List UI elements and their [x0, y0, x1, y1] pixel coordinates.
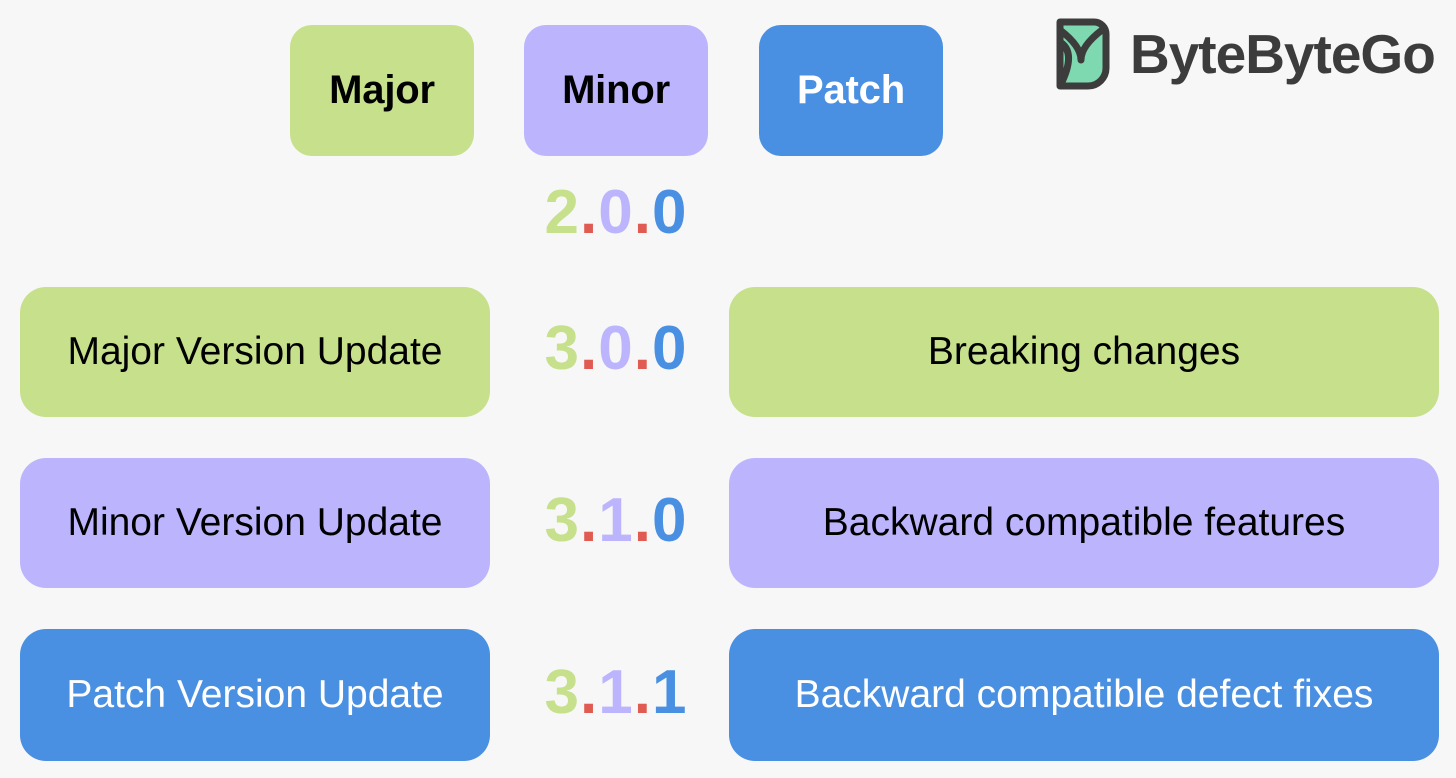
version-separator-icon: . — [633, 314, 652, 383]
version-separator-icon: . — [580, 486, 599, 555]
legend-chip-major: Major — [290, 25, 474, 156]
row-patch-description-text: Backward compatible defect fixes — [794, 673, 1374, 716]
version-separator-icon: . — [580, 658, 599, 727]
version-separator-icon: . — [633, 178, 652, 247]
version-separator-icon: . — [633, 486, 652, 555]
version-separator-icon: . — [580, 178, 599, 247]
bytebytego-logo-icon — [1056, 18, 1110, 90]
row-minor-description: Backward compatible features — [729, 458, 1439, 588]
row-major-description: Breaking changes — [729, 287, 1439, 417]
version-number-2-0-0: 2.0.0 — [496, 182, 736, 244]
version-separator-icon: . — [633, 658, 652, 727]
version-major-segment: 3 — [544, 658, 581, 727]
row-major-update-label: Major Version Update — [20, 287, 490, 417]
version-major-segment: 2 — [544, 178, 581, 247]
legend-chip-major-label: Major — [329, 68, 435, 112]
version-number-3-1-1: 3.1.1 — [496, 662, 736, 724]
row-major-update-label-text: Major Version Update — [67, 330, 443, 373]
legend-chip-minor: Minor — [524, 25, 708, 156]
version-patch-segment: 0 — [651, 314, 688, 383]
row-patch-update-label-text: Patch Version Update — [66, 673, 444, 716]
version-minor-segment: 0 — [598, 178, 634, 247]
row-patch-update-label: Patch Version Update — [20, 629, 490, 761]
legend-chip-patch-label: Patch — [797, 68, 905, 112]
row-minor-update-label-text: Minor Version Update — [67, 501, 443, 544]
version-number-3-1-0: 3.1.0 — [496, 490, 736, 552]
row-major-description-text: Breaking changes — [927, 330, 1241, 373]
version-minor-segment: 1 — [598, 486, 634, 555]
legend-chip-minor-label: Minor — [562, 68, 670, 112]
row-minor-update-label: Minor Version Update — [20, 458, 490, 588]
bytebytego-logo-text: ByteByteGo — [1130, 22, 1436, 85]
version-minor-segment: 1 — [598, 658, 634, 727]
version-minor-segment: 0 — [598, 314, 634, 383]
version-number-3-0-0: 3.0.0 — [496, 318, 736, 380]
version-patch-segment: 0 — [651, 486, 688, 555]
bytebytego-logo: ByteByteGo — [1050, 16, 1436, 92]
version-patch-segment: 0 — [651, 178, 688, 247]
version-patch-segment: 1 — [651, 658, 688, 727]
row-patch-description: Backward compatible defect fixes — [729, 629, 1439, 761]
row-minor-description-text: Backward compatible features — [822, 501, 1346, 544]
legend-chip-patch: Patch — [759, 25, 943, 156]
version-major-segment: 3 — [544, 314, 581, 383]
version-major-segment: 3 — [544, 486, 581, 555]
version-separator-icon: . — [580, 314, 599, 383]
